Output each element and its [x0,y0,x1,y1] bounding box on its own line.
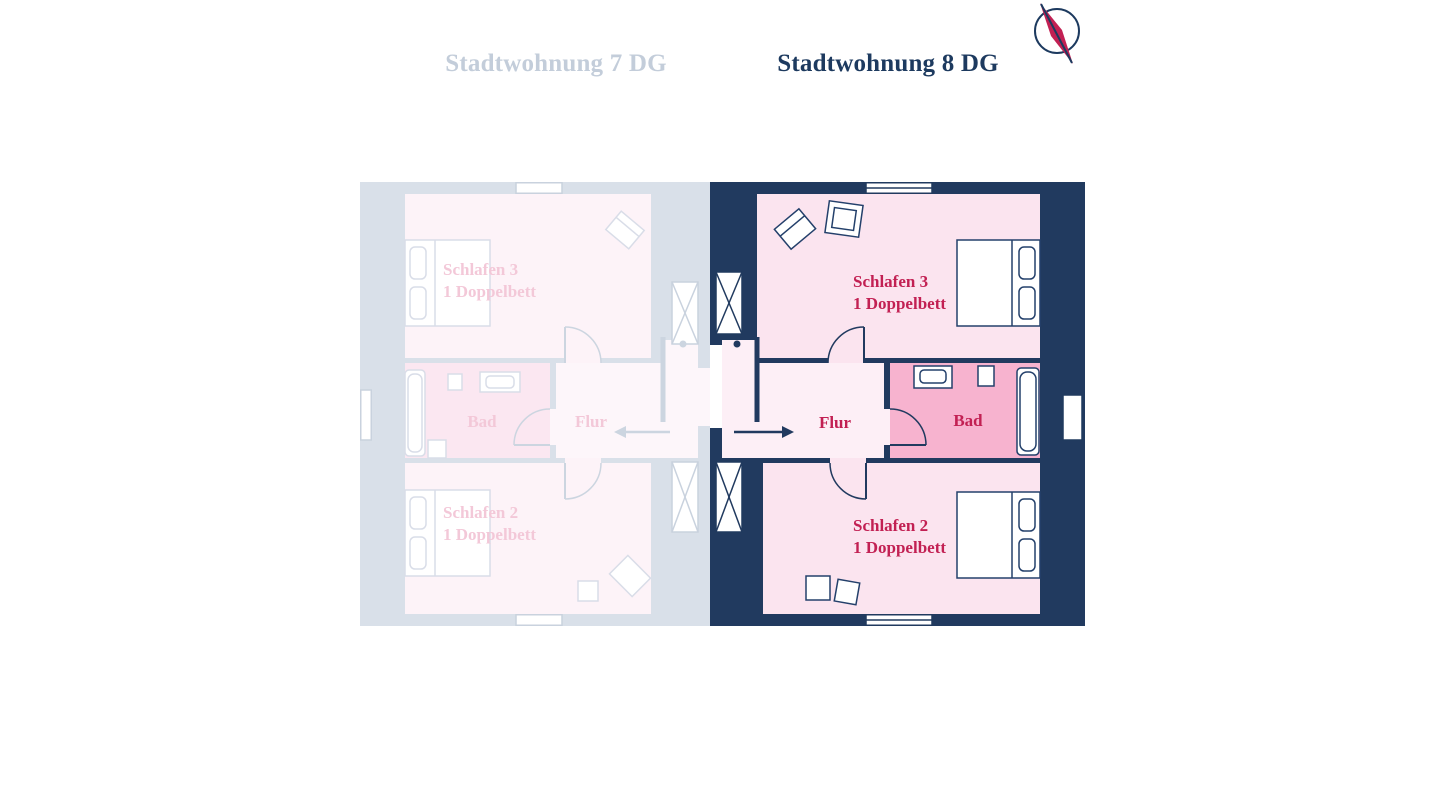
room-label-schlafen3: Schlafen 3 [443,260,518,279]
room-label-flur: Flur [819,413,852,432]
bed-icon [404,489,491,577]
bed-icon [404,239,491,327]
door-arc-icon [513,408,551,446]
unit7-door-gap-schlafen2 [565,458,601,463]
window-icon [515,614,563,626]
unit8-door-gap-schlafen3 [828,358,864,363]
room-label-schlafen3-detail: 1 Doppelbett [443,282,536,301]
unit7-room-flur [556,363,663,458]
unit8-door-gap-schlafen2 [830,458,866,463]
room-label-schlafen2-detail: 1 Doppelbett [443,525,536,544]
chair-icon [604,210,646,250]
bed-icon [956,239,1041,327]
unit8-room-flur [757,363,884,458]
door-arc-icon [829,462,867,500]
stool-icon [833,578,861,606]
bathtub-icon [404,369,426,457]
unit-8-plan: Schlafen 3 1 Doppelbett Flur Bad Schlafe… [710,182,1085,626]
unit7-door-gap-schlafen3 [565,358,601,363]
unit-7-plan: Schlafen 3 1 Doppelbett Bad Flur Schlafe… [360,182,710,626]
unit7-shafts [671,281,699,533]
sink-icon [479,371,521,393]
unit7-flur-niche [663,340,698,458]
window-icon [515,182,563,194]
room-label-schlafen2: Schlafen 2 [443,503,518,522]
room-label-schlafen3: Schlafen 3 [853,272,928,291]
unit7-furniture [404,210,652,602]
tab-stadtwohnung-8[interactable]: Stadtwohnung 8 DG [777,50,999,77]
side-table-icon [824,199,864,239]
unit7-windows [360,182,563,626]
toilet-icon [977,365,995,387]
unit8-doors [827,326,927,500]
unit8-shafts [715,271,743,533]
unit7-entrance-gap [698,368,710,426]
unit7-door-gap-bad [550,409,556,445]
unit8-furniture [773,199,1041,606]
sink-icon [913,365,953,389]
unit8-wall-dot [733,340,741,348]
chair-icon [608,554,652,598]
chair-icon [773,207,817,251]
room-label-schlafen2-detail: 1 Doppelbett [853,538,946,557]
unit7-wall-dot [679,340,687,348]
room-label-flur: Flur [575,412,608,431]
unit8-flur-niche [722,340,757,458]
entrance-arrow-icon [734,426,794,438]
stool-icon [427,439,447,459]
window-icon [360,389,372,441]
door-arc-icon [827,326,865,364]
unit8-entrance-gap [710,345,722,428]
toilet-icon [447,373,463,391]
compass-needle-edge [1040,3,1073,64]
tab-stadtwohnung-7[interactable]: Stadtwohnung 7 DG [445,50,667,77]
compass-icon [1034,3,1080,64]
room-label-bad: Bad [953,411,983,430]
room-label-bad: Bad [467,412,497,431]
unit7-room-bad [405,363,550,458]
door-arc-icon [564,462,602,500]
bed-icon [956,491,1041,579]
entrance-arrow-icon [614,426,670,438]
room-label-schlafen3-detail: 1 Doppelbett [853,294,946,313]
window-icon [1062,394,1083,441]
compass-circle [1034,8,1080,54]
unit8-door-gap-bad [884,409,890,445]
room-label-schlafen2: Schlafen 2 [853,516,928,535]
door-arc-icon [564,326,602,364]
unit7-doors [513,326,602,500]
floorplan-svg: Schlafen 3 1 Doppelbett Bad Flur Schlafe… [360,182,1085,626]
unit8-windows [865,182,1083,626]
stool-icon [805,575,831,601]
bathtub-icon [1016,367,1040,456]
door-arc-icon [889,408,927,446]
side-table-icon [577,580,599,602]
